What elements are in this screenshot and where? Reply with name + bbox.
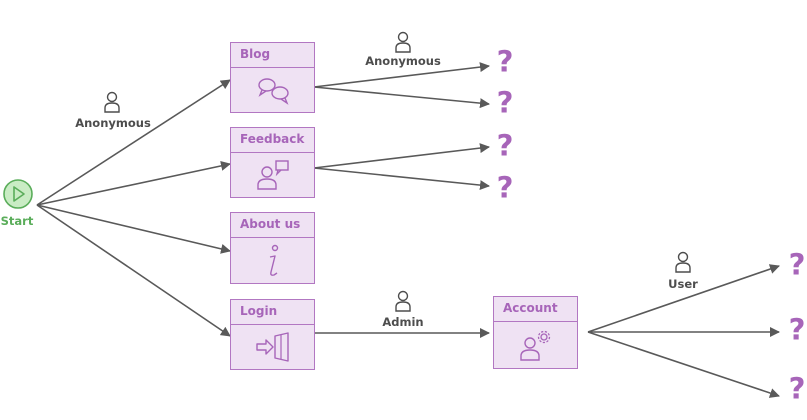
user-icon-user xyxy=(674,251,692,277)
user-icon-admin xyxy=(394,290,412,316)
page-box-feedback[interactable]: Feedback xyxy=(230,127,315,198)
edge-blog-unknown-1 xyxy=(313,62,490,88)
edge-account-unknown-3 xyxy=(587,331,780,398)
edge-start-feedback xyxy=(36,160,231,206)
page-title-account: Account xyxy=(494,297,577,322)
user-gear-icon xyxy=(519,330,550,361)
role-label-anonymous-start: Anonymous xyxy=(75,116,151,130)
info-icon xyxy=(269,244,278,276)
user-icon-anonymous-start xyxy=(103,91,121,117)
user-icon-anonymous-blog xyxy=(394,31,412,57)
unknown-destination-marker: ? xyxy=(788,312,806,347)
edge-blog-unknown-2 xyxy=(313,86,490,109)
unknown-destination-marker: ? xyxy=(496,85,514,120)
page-title-feedback: Feedback xyxy=(231,128,314,153)
edge-feedback-unknown-1 xyxy=(313,143,490,169)
start-label: Start xyxy=(0,214,34,228)
edge-start-about xyxy=(36,204,231,254)
unknown-destination-marker: ? xyxy=(496,44,514,79)
unknown-destination-marker: ? xyxy=(496,170,514,205)
page-title-blog: Blog xyxy=(231,43,314,68)
edge-start-blog xyxy=(36,79,231,206)
role-label-admin: Admin xyxy=(382,315,424,329)
page-box-about[interactable]: About us xyxy=(230,212,315,284)
start-node[interactable] xyxy=(3,179,33,209)
page-title-login: Login xyxy=(231,300,314,325)
role-label-anonymous-blog: Anonymous xyxy=(365,54,441,68)
page-title-about: About us xyxy=(231,213,314,238)
page-box-login[interactable]: Login xyxy=(230,299,315,370)
chat-bubbles-icon xyxy=(257,78,289,105)
role-label-user: User xyxy=(668,277,698,291)
login-door-icon xyxy=(255,332,289,362)
page-box-blog[interactable]: Blog xyxy=(230,42,315,113)
unknown-destination-marker: ? xyxy=(788,371,806,406)
unknown-destination-marker: ? xyxy=(788,247,806,282)
user-comment-icon xyxy=(256,160,289,190)
edge-feedback-unknown-2 xyxy=(313,167,490,191)
play-icon xyxy=(13,186,25,202)
unknown-destination-marker: ? xyxy=(496,128,514,163)
page-box-account[interactable]: Account xyxy=(493,296,578,369)
edge-account-unknown-1 xyxy=(587,264,780,333)
edge-start-login xyxy=(36,204,231,337)
